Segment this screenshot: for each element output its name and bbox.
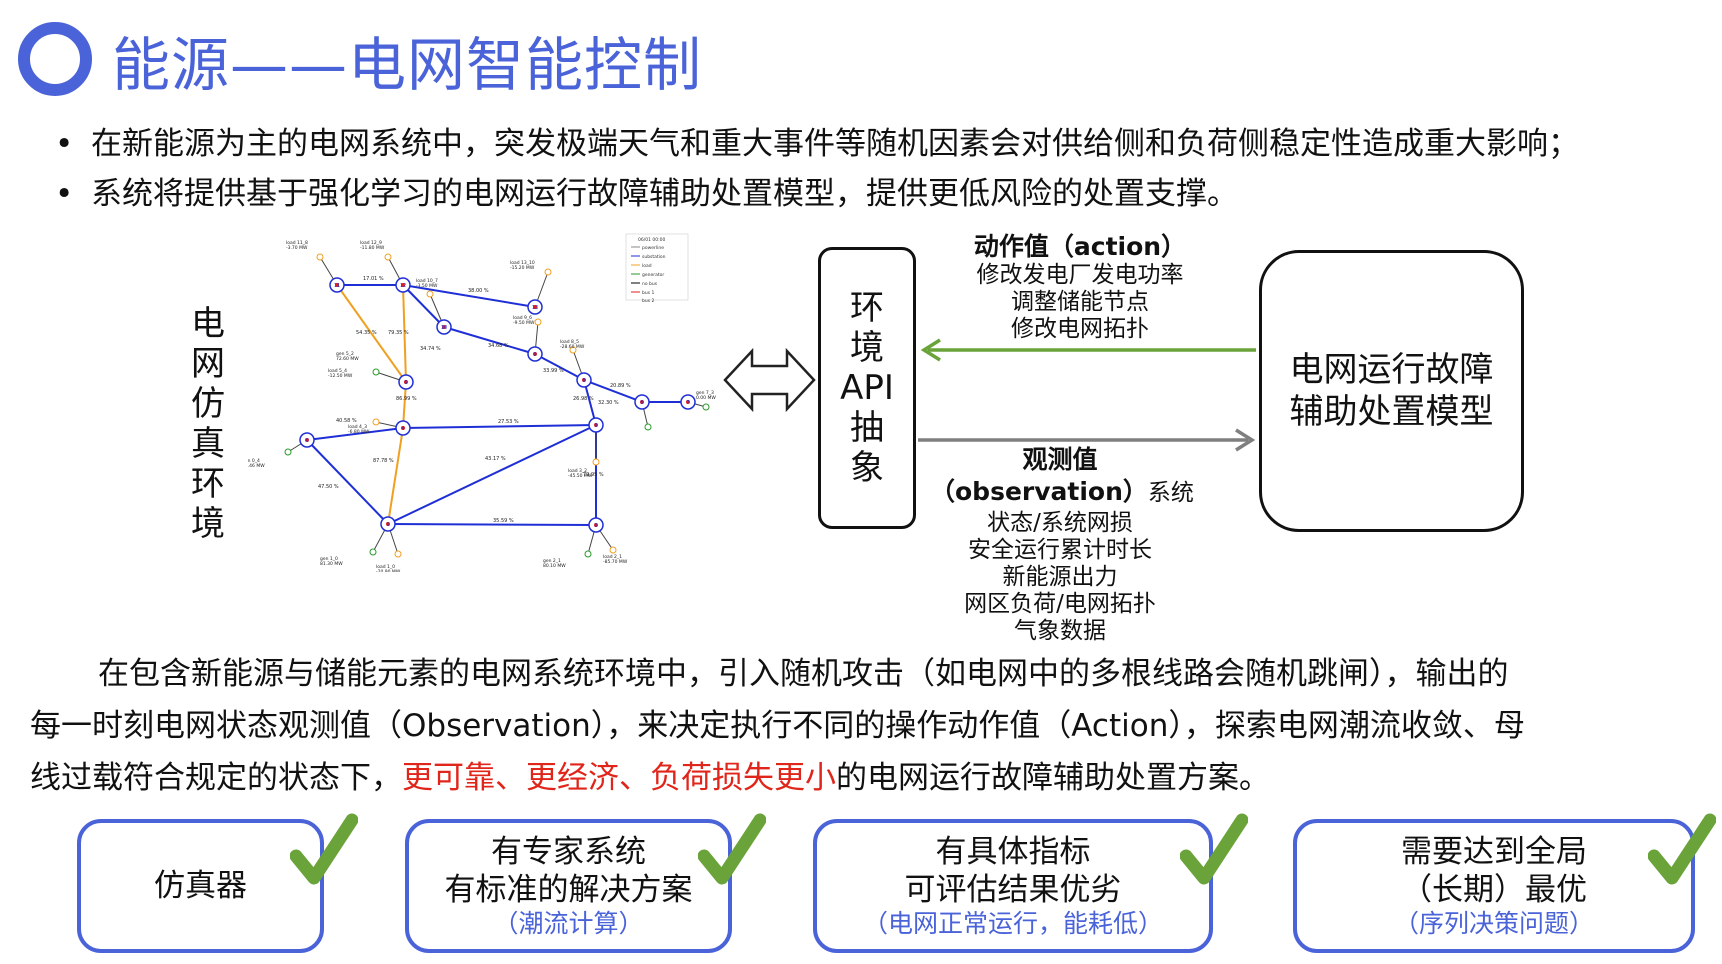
- check-icon: [1648, 813, 1716, 885]
- svg-text:8: 8: [582, 378, 585, 384]
- svg-text:substation: substation: [642, 254, 666, 260]
- svg-text:gen 0_460.46 MW: gen 0_460.46 MW: [248, 458, 265, 469]
- svg-text:38.00 %: 38.00 %: [468, 288, 489, 294]
- svg-text:3: 3: [594, 423, 597, 429]
- svg-text:load 4_3-6.80 MW: load 4_3-6.80 MW: [348, 424, 370, 435]
- action-label-block: 动作值（action） 修改发电厂发电功率 调整储能节点 修改电网拓扑: [973, 232, 1187, 342]
- svg-text:load 12_9-11.80 MW: load 12_9-11.80 MW: [360, 240, 385, 251]
- svg-text:bus 1: bus 1: [642, 290, 654, 296]
- card-expert-system: 有专家系统 有标准的解决方案 （潮流计算）: [405, 819, 732, 953]
- svg-text:43.17 %: 43.17 %: [485, 456, 506, 462]
- svg-text:32.30 %: 32.30 %: [598, 400, 619, 406]
- svg-text:47.50 %: 47.50 %: [318, 484, 339, 490]
- svg-text:10: 10: [441, 325, 447, 331]
- svg-text:12: 12: [400, 283, 406, 289]
- svg-text:gen 2_180.10 MW: gen 2_180.10 MW: [543, 558, 566, 569]
- svg-text:no bus: no bus: [642, 281, 658, 287]
- svg-text:load 3_2-45.50 MW: load 3_2-45.50 MW: [568, 468, 593, 479]
- observation-arrow-icon: [918, 428, 1256, 452]
- bullet-2: •系统将提供基于强化学习的电网运行故障辅助处置模型，提供更低风险的处置支撑。: [55, 176, 1238, 212]
- bidirectional-arrow-icon: [723, 347, 816, 413]
- bullet-dot-icon: •: [55, 176, 74, 212]
- svg-text:0: 0: [305, 438, 308, 444]
- svg-text:34.68 %: 34.68 %: [488, 343, 509, 349]
- svg-text:13: 13: [532, 305, 538, 311]
- grid-simulation-label: 电网仿 真环境: [191, 304, 225, 544]
- svg-text:86.99 %: 86.99 %: [396, 396, 417, 402]
- paragraph-line-2: 每一时刻电网状态观测值（Observation），来决定执行不同的操作动作值（A…: [30, 708, 1525, 744]
- svg-text:bus 2: bus 2: [642, 298, 654, 304]
- svg-text:load 11_8-3.70 MW: load 11_8-3.70 MW: [286, 240, 308, 251]
- action-arrow-icon: [920, 338, 1256, 362]
- page-title: 能源——电网智能控制: [112, 31, 703, 99]
- svg-text:33.99 %: 33.99 %: [543, 368, 564, 374]
- paragraph-line-3: 线过载符合规定的状态下，更可靠、更经济、负荷损失更小的电网运行故障辅助处置方案。: [30, 760, 1270, 796]
- title-ring-icon: [18, 22, 92, 96]
- svg-text:gen 1_081.30 MW: gen 1_081.30 MW: [320, 556, 343, 567]
- svg-text:gen 7_30.00 MW: gen 7_30.00 MW: [696, 390, 716, 401]
- svg-text:27.53 %: 27.53 %: [498, 419, 519, 425]
- svg-text:87.78 %: 87.78 %: [373, 458, 394, 464]
- svg-text:79.95 %: 79.95 %: [583, 472, 604, 478]
- svg-text:load 8_5-28.60 MW: load 8_5-28.60 MW: [560, 339, 585, 350]
- check-icon: [290, 813, 358, 885]
- svg-text:load 10_7-3.50 MW: load 10_7-3.50 MW: [416, 278, 438, 289]
- bullet-dot-icon: •: [55, 126, 74, 162]
- observation-label-block: 观测值 （observation）系统 状态/系统网损 安全运行累计时长 新能源…: [930, 445, 1194, 644]
- svg-text:7: 7: [686, 400, 689, 406]
- svg-text:6: 6: [640, 400, 643, 406]
- card-simulator: 仿真器: [77, 819, 324, 953]
- svg-text:load: load: [642, 263, 652, 269]
- paragraph-line-1: 在包含新能源与储能元素的电网系统环境中，引入随机攻击（如电网中的多根线路会随机跳…: [98, 656, 1509, 692]
- svg-text:1: 1: [386, 522, 389, 528]
- svg-text:generator: generator: [642, 272, 664, 278]
- card-global-optimal: 需要达到全局 （长期）最优 （序列决策问题）: [1293, 819, 1695, 953]
- fault-handling-model-box: 电网运行故障辅助处置模型: [1259, 250, 1524, 532]
- svg-text:06/01 00:00: 06/01 00:00: [638, 237, 666, 243]
- svg-text:4: 4: [401, 426, 404, 432]
- svg-text:9: 9: [533, 352, 536, 358]
- svg-text:20.89 %: 20.89 %: [610, 383, 631, 389]
- svg-text:54.35 %: 54.35 %: [356, 330, 377, 336]
- svg-text:35.59 %: 35.59 %: [493, 518, 514, 524]
- check-icon: [1180, 813, 1248, 885]
- highlight-text: 更可靠、更经济、负荷损失更小: [402, 760, 836, 796]
- svg-text:gen 5_272.60 MW: gen 5_272.60 MW: [336, 351, 359, 362]
- svg-text:79.35 %: 79.35 %: [388, 330, 409, 336]
- card-metrics: 有具体指标 可评估结果优劣 （电网正常运行，能耗低）: [813, 819, 1213, 953]
- svg-text:load 13_10-15.20 MW: load 13_10-15.20 MW: [510, 260, 535, 271]
- svg-text:5: 5: [404, 380, 407, 386]
- svg-text:load 9_6-9.50 MW: load 9_6-9.50 MW: [513, 315, 535, 326]
- svg-text:34.74 %: 34.74 %: [420, 346, 441, 352]
- check-icon: [698, 813, 766, 885]
- svg-text:11: 11: [334, 283, 340, 289]
- svg-text:load 1_0-20.90 MW: load 1_0-20.90 MW: [376, 564, 401, 572]
- svg-text:powerline: powerline: [642, 245, 664, 251]
- power-grid-network-diagram: 11 12 13 10 9 8 5 4 3 6 7 0 1 2 17.01 % …: [248, 233, 716, 572]
- svg-text:load 5_4-12.50 MW: load 5_4-12.50 MW: [328, 368, 353, 379]
- svg-text:2: 2: [594, 523, 597, 529]
- svg-text:40.58 %: 40.58 %: [336, 418, 357, 424]
- bullet-1: •在新能源为主的电网系统中，突发极端天气和重大事件等随机因素会对供给侧和负荷侧稳…: [55, 126, 1579, 162]
- svg-text:17.01 %: 17.01 %: [363, 276, 384, 282]
- svg-text:load 2_1-85.70 MW: load 2_1-85.70 MW: [603, 554, 628, 565]
- svg-text:26.98 %: 26.98 %: [573, 396, 594, 402]
